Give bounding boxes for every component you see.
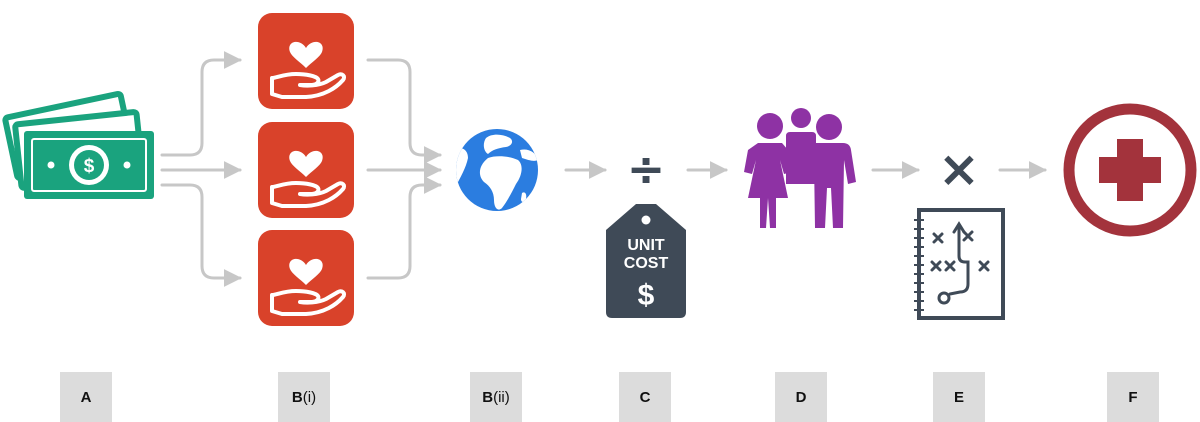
step-label-d-main: D: [795, 388, 807, 406]
globe-icon: [456, 129, 538, 211]
arrow-a-to-charity-bottom: [160, 183, 242, 287]
hand-heart-icon: [270, 41, 347, 99]
charity-tile-bottom: [258, 230, 354, 326]
step-label-e-main: E: [953, 388, 964, 406]
step-label-c-main: C: [639, 388, 651, 406]
tag-line-cost: COST: [624, 255, 669, 272]
multiply-icon: ×: [938, 140, 980, 198]
step-label-b-ii-sub: (ii): [493, 388, 510, 406]
hand-heart-icon: [270, 150, 347, 208]
tag-currency: $: [638, 279, 655, 312]
charity-tile-middle: [258, 122, 354, 218]
medical-cross-icon: [1063, 103, 1197, 237]
multiply-operator: ×: [938, 140, 980, 198]
price-tag-icon: UNIT COST $: [606, 204, 686, 318]
hand-heart-icon: [270, 258, 347, 316]
family-icon: [744, 108, 856, 228]
divide-icon: ÷: [627, 142, 666, 196]
step-label-c: C: [619, 372, 671, 422]
money-dollar-sign: $: [84, 156, 95, 177]
play-plan-icon: [914, 208, 1005, 320]
arrow-a-to-charity-top: [160, 51, 242, 157]
step-label-e: E: [933, 372, 985, 422]
step-label-b-ii: B(ii): [470, 372, 522, 422]
divide-operator: ÷: [627, 142, 666, 196]
arrow-charity-top-to-globe: [366, 58, 442, 164]
step-label-b-ii-main: B: [482, 388, 494, 406]
step-label-f-main: F: [1128, 388, 1138, 406]
step-label-b-i-main: B: [291, 388, 303, 406]
step-label-d: D: [775, 372, 827, 422]
tag-line-unit: UNIT: [627, 237, 665, 254]
step-label-b-i-sub: (i): [302, 388, 317, 406]
money-stack-icon: $: [2, 90, 154, 199]
step-label-a: A: [60, 372, 112, 422]
step-label-a-main: A: [80, 388, 92, 406]
charity-tile-top: [258, 13, 354, 109]
step-label-f: F: [1107, 372, 1159, 422]
step-label-b-i: B(i): [278, 372, 330, 422]
arrow-charity-bottom-to-globe: [366, 176, 442, 280]
connector-arrows: [160, 51, 1047, 287]
